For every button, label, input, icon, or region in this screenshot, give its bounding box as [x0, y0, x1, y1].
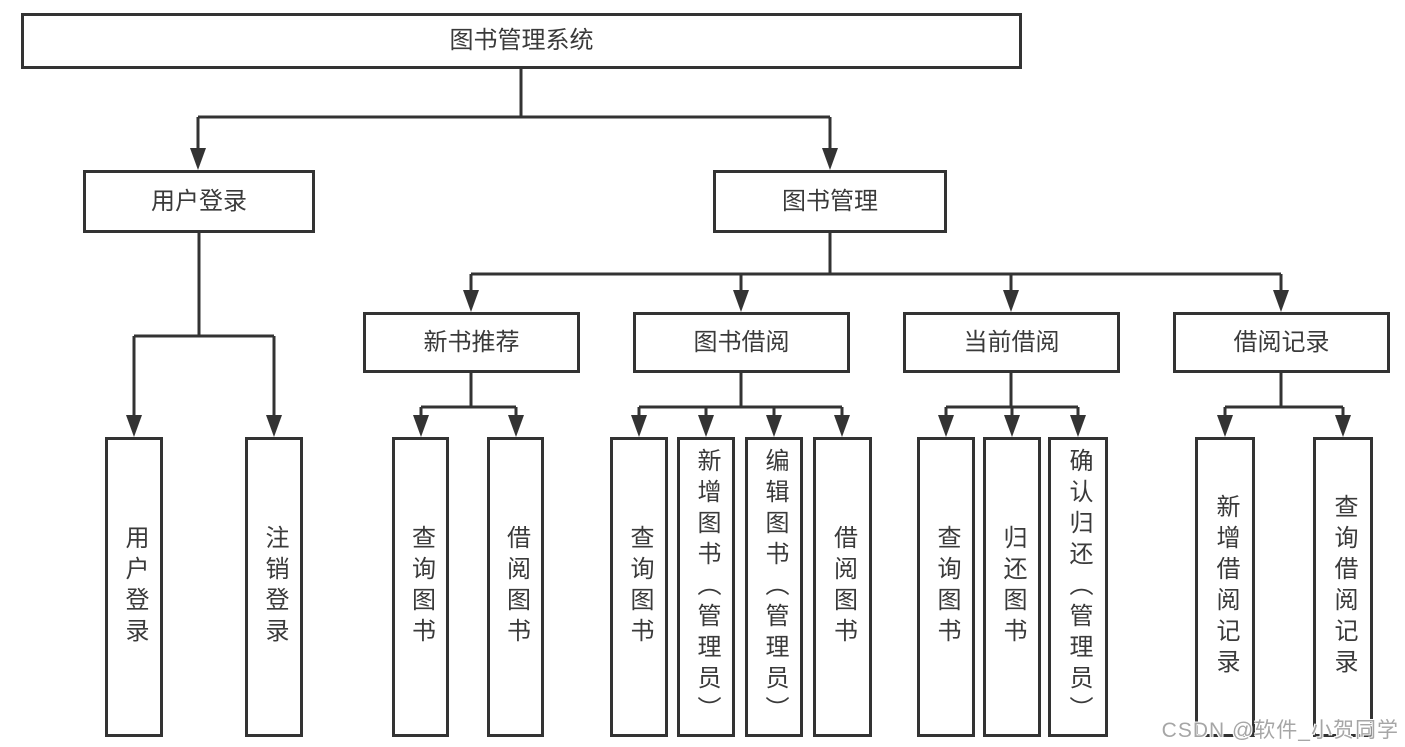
- node-user-login-label: 用户登录: [151, 187, 247, 215]
- csdn-watermark: CSDN @软件_小贺同学: [1161, 719, 1399, 742]
- leaf-return-book-label: 归还图书: [999, 525, 1026, 649]
- leaf-query-book-2: 查询图书: [610, 437, 668, 737]
- leaf-query-borrow-record: 查询借阅记录: [1313, 437, 1373, 737]
- leaf-query-book-3: 查询图书: [917, 437, 975, 737]
- leaf-edit-book-admin: 编辑图书（管理员）: [745, 437, 803, 737]
- leaf-edit-book-admin-label: 编辑图书（管理员）: [761, 447, 788, 727]
- node-library-system: 图书管理系统: [21, 13, 1022, 69]
- node-book-management-label: 图书管理: [782, 187, 878, 215]
- node-new-book-recommend-label: 新书推荐: [423, 328, 520, 356]
- leaf-borrow-book-2-label: 借阅图书: [829, 525, 857, 649]
- node-book-management: 图书管理: [713, 170, 947, 233]
- node-new-book-recommend: 新书推荐: [363, 312, 580, 373]
- leaf-user-login: 用户登录: [105, 437, 163, 737]
- leaf-query-book-1: 查询图书: [392, 437, 449, 737]
- leaf-return-book: 归还图书: [983, 437, 1041, 737]
- node-current-borrow-label: 当前借阅: [963, 328, 1060, 356]
- node-borrow-record-label: 借阅记录: [1233, 328, 1330, 356]
- leaf-confirm-return-admin-label: 确认归还（管理员）: [1065, 447, 1092, 727]
- leaf-add-borrow-record-label: 新增借阅记录: [1212, 494, 1239, 680]
- node-book-borrow: 图书借阅: [633, 312, 850, 373]
- node-user-login: 用户登录: [83, 170, 315, 233]
- leaf-add-borrow-record: 新增借阅记录: [1195, 437, 1255, 737]
- leaf-add-book-admin-label: 新增图书（管理员）: [693, 447, 720, 727]
- leaf-logout: 注销登录: [245, 437, 303, 737]
- node-library-system-label: 图书管理系统: [449, 27, 594, 54]
- leaf-user-login-label: 用户登录: [121, 525, 148, 649]
- leaf-add-book-admin: 新增图书（管理员）: [677, 437, 735, 737]
- leaf-confirm-return-admin: 确认归还（管理员）: [1048, 437, 1108, 737]
- leaf-query-book-3-label: 查询图书: [933, 525, 960, 649]
- leaf-query-borrow-record-label: 查询借阅记录: [1330, 494, 1357, 680]
- leaf-query-book-1-label: 查询图书: [407, 525, 435, 649]
- node-borrow-record: 借阅记录: [1173, 312, 1390, 373]
- leaf-borrow-book-1-label: 借阅图书: [502, 525, 530, 649]
- leaf-query-book-2-label: 查询图书: [626, 525, 653, 649]
- leaf-borrow-book-1: 借阅图书: [487, 437, 544, 737]
- leaf-logout-label: 注销登录: [261, 525, 288, 649]
- node-book-borrow-label: 图书借阅: [693, 328, 790, 356]
- node-current-borrow: 当前借阅: [903, 312, 1120, 373]
- leaf-borrow-book-2: 借阅图书: [813, 437, 872, 737]
